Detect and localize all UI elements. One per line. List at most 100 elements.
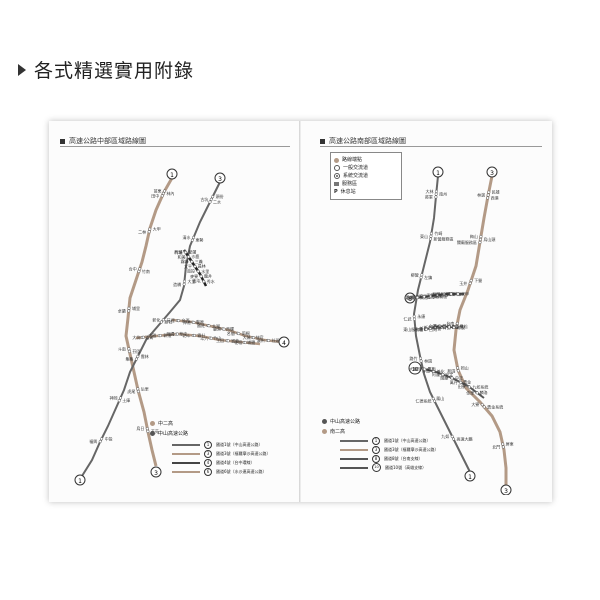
interchange-marker — [226, 339, 230, 343]
place-label: 大里 — [187, 278, 195, 284]
interchange-marker — [137, 269, 141, 273]
interchange-marker — [415, 296, 419, 300]
place-label: 台南 — [446, 320, 454, 326]
interchange-marker — [190, 260, 194, 264]
route-legend-label: 國道4號（台中環線） — [216, 460, 255, 465]
left-page-title: 高速公路中部區域路線圖 — [60, 136, 146, 146]
route-line-sample — [340, 439, 368, 442]
legend-item: 一般交流道 — [334, 164, 398, 172]
interchange-marker — [182, 282, 186, 286]
place-label: 新園 — [447, 367, 455, 373]
interchange-marker — [501, 445, 505, 449]
route-line-sample — [172, 443, 200, 446]
interchange-marker — [433, 325, 437, 329]
route-shield: 3 — [150, 466, 162, 478]
place-label: 虎尾 — [127, 388, 135, 394]
interchange-marker — [429, 231, 433, 236]
place-label: 福興 — [89, 438, 97, 444]
interchange-marker — [456, 369, 460, 373]
route-shield: 3 — [214, 172, 226, 184]
interchange-marker — [187, 255, 191, 259]
place-label: 和美 — [178, 253, 186, 259]
interchange-marker — [434, 195, 438, 199]
freeway-1-route — [412, 175, 471, 473]
interchange-marker — [222, 327, 226, 331]
place-label: 沙鹿 — [191, 253, 199, 259]
place-label: 林邊 — [477, 192, 485, 198]
route-shield: 1 — [432, 166, 444, 178]
parking-icon: P — [334, 189, 338, 195]
interchange-marker — [127, 309, 131, 313]
place-label: 仁武 — [403, 316, 411, 322]
place-label: 二林 — [138, 228, 146, 234]
place-label: 鹿港 — [213, 326, 221, 332]
place-label: 豐原 — [196, 319, 204, 325]
place-label: 關廟服務區 — [457, 239, 477, 245]
place-label: 田寮 — [458, 383, 466, 389]
place-label: 王田 — [216, 338, 224, 343]
interchange-marker — [434, 189, 439, 193]
section-header: 各式精選實用附錄 — [18, 56, 194, 83]
place-label: 中埔 — [415, 326, 423, 332]
interchange-marker — [459, 380, 463, 384]
central-highway-map: 1 3 4 1 3 苗栗頭份西湖通霄苑裡大甲清水沙鹿大雅豐原台中大里霧峰草屯國姓… — [74, 168, 290, 486]
place-label: 集集 — [125, 356, 133, 362]
interchange-marker — [136, 387, 140, 391]
place-label: 卓蘭 — [118, 307, 126, 313]
place-label: 高速大鵬 — [457, 436, 473, 442]
route-legend-label: 國道6號（水沙連高速公路） — [216, 469, 267, 474]
interchange-marker — [159, 320, 163, 324]
place-label: 大林 — [425, 188, 433, 194]
interchange-marker — [487, 190, 491, 194]
interchange-marker — [243, 340, 247, 345]
interchange-marker — [428, 237, 433, 241]
interchange-marker — [190, 238, 194, 242]
place-label: 嘉義 — [405, 294, 413, 300]
place-label: 斗六 — [200, 335, 208, 341]
legend-item: 系統交流道 — [334, 172, 398, 180]
interchange-marker — [192, 320, 196, 324]
place-label: 九如系統 — [472, 384, 488, 390]
legend-label: 中山高速公路 — [158, 431, 189, 437]
route-line-sample — [340, 466, 368, 469]
place-label: 埔里 — [132, 305, 140, 311]
place-label: 莿桐 — [242, 330, 250, 336]
interchange-marker — [429, 326, 433, 330]
interchange-marker — [163, 189, 167, 193]
right-page-title-text: 高速公路南部區域路線圖 — [329, 137, 406, 145]
interchange-marker — [456, 292, 460, 296]
place-label: 大社 — [438, 324, 446, 330]
place-label: 台南系統 — [447, 323, 463, 329]
place-label: 鼎金 — [463, 379, 471, 385]
legend-label: 中二高 — [158, 421, 174, 427]
place-label: 銅鑼 — [166, 331, 174, 337]
place-label: 田中 — [151, 192, 159, 198]
place-label: 大鵬灣 — [409, 366, 421, 372]
place-label: 新化 — [420, 325, 428, 331]
route-line-sample — [340, 457, 368, 460]
place-label: 鼎金系統 — [487, 403, 503, 409]
booklet-spine — [299, 121, 301, 502]
interchange-marker — [208, 200, 212, 204]
interchange-marker — [431, 397, 435, 401]
place-label: 新營服務區 — [433, 236, 453, 242]
svg-text:3: 3 — [490, 170, 494, 177]
interchange-marker — [451, 437, 456, 441]
svg-text:1: 1 — [78, 478, 82, 485]
route-number-badge: 3 — [372, 445, 380, 454]
interchange-marker — [191, 235, 196, 240]
place-label: 三義 — [195, 258, 203, 264]
interchange-marker — [420, 273, 424, 277]
legend-dot-icon — [150, 421, 155, 426]
place-label: 土庫 — [122, 397, 130, 403]
interchange-marker — [100, 437, 104, 441]
place-label: 水里 — [201, 268, 209, 274]
freeway-4-route — [135, 332, 261, 346]
place-label: 崙背 — [231, 337, 239, 343]
place-label: 學甲 — [461, 291, 469, 297]
